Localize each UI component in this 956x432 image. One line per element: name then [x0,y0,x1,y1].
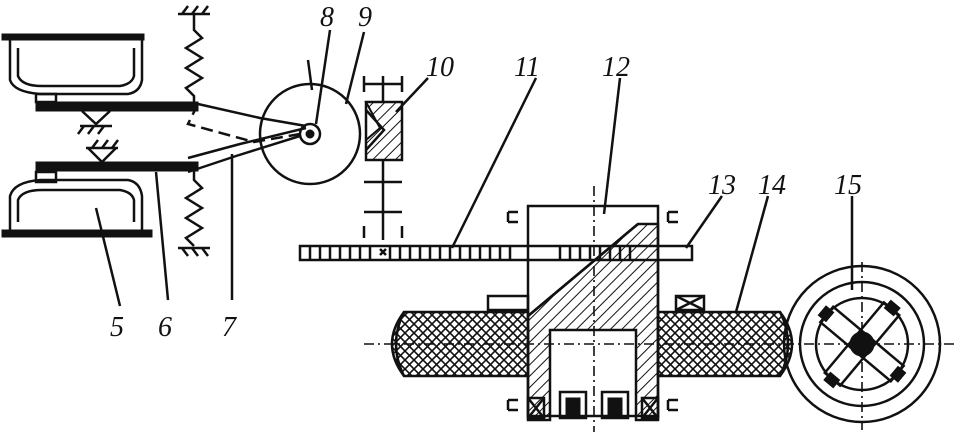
wheel-15 [782,264,942,424]
housing-12 [486,204,706,422]
label-9: 9 [358,2,372,33]
upper-bowl [1,33,145,104]
upper-spring [178,5,210,102]
label-10: 10 [426,52,454,83]
lower-bowl [1,170,153,238]
wedge-clutch-10 [362,76,404,240]
link-rods-7 [186,102,307,174]
label-8: 8 [320,2,334,33]
label-7: 7 [222,312,237,343]
beam-6 [35,101,199,172]
rack-11 [298,244,694,262]
label-14: 14 [758,170,786,201]
label-5: 5 [110,312,124,343]
lower-spring [178,171,210,257]
label-15: 15 [834,170,862,201]
label-11: 11 [514,52,540,83]
label-6: 6 [158,312,172,343]
leader-lines [94,29,854,313]
cam-disk-9 [258,59,362,186]
label-13: 13 [708,170,736,201]
label-12: 12 [602,52,630,83]
